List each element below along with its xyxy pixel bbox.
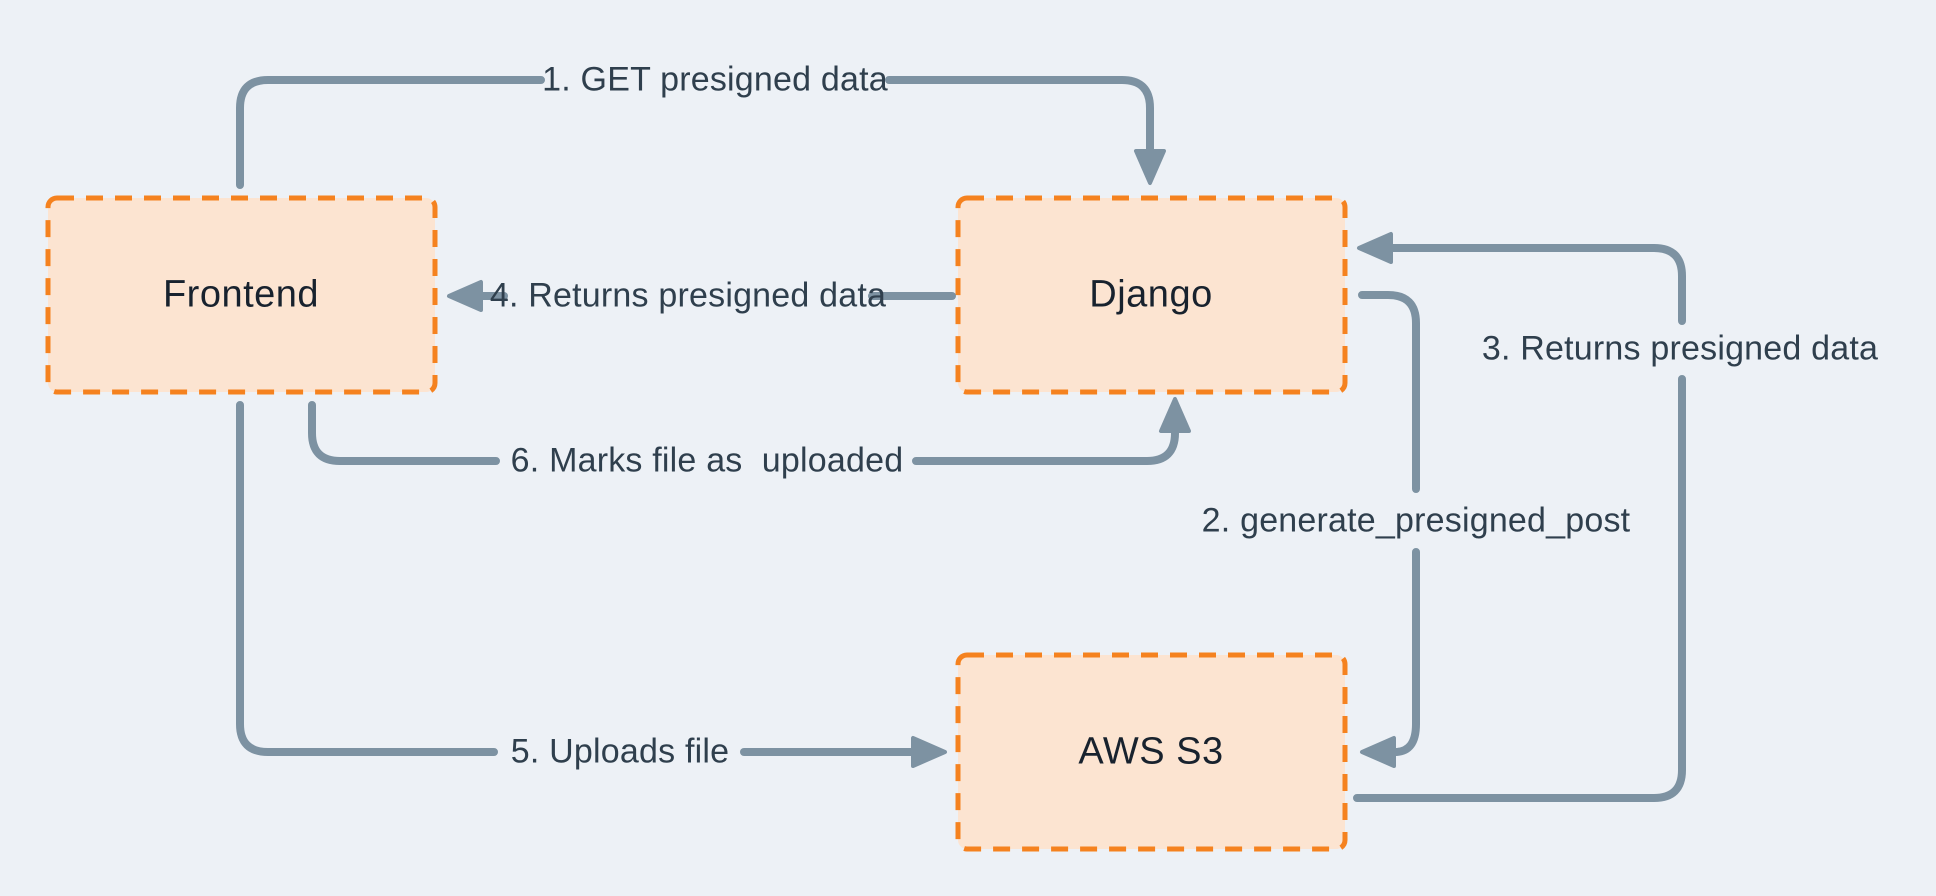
- node-label-aws-s3: AWS S3: [1078, 730, 1224, 773]
- node-aws-s3-box: [955, 652, 1348, 852]
- edge-2-path-top: [1358, 291, 1420, 493]
- edge-6-path-right: [912, 429, 1179, 465]
- edge-3-path-top: [1388, 244, 1686, 325]
- edge-label-1-get-presigned-data: 1. GET presigned data: [542, 60, 888, 99]
- node-django-box: [955, 195, 1348, 395]
- edge-6-arrowhead-up: [1159, 397, 1191, 433]
- edge-label-3-returns-presigned-data: 3. Returns presigned data: [1481, 329, 1879, 368]
- edge-label-4-returns-presigned-data: 4. Returns presigned data: [489, 276, 887, 315]
- edge-4-arrowhead-left: [447, 280, 483, 312]
- edge-3-path-bottom: [1353, 375, 1686, 802]
- edge-2-arrowhead-left: [1360, 736, 1396, 768]
- edge-5-arrowhead-right: [911, 736, 947, 768]
- edge-6-path-left: [308, 401, 500, 465]
- node-label-django: Django: [1089, 273, 1213, 316]
- edge-label-5-uploads-file: 5. Uploads file: [510, 732, 730, 771]
- edge-2-path-bottom: [1391, 548, 1420, 756]
- edge-label-6-marks-file-as-uploaded: 6. Marks file as uploaded: [510, 441, 904, 480]
- edge-3-arrowhead-left: [1357, 232, 1393, 264]
- node-label-frontend: Frontend: [162, 273, 320, 316]
- edge-5-path-left: [236, 401, 498, 756]
- edge-label-2-generate-presigned-post: 2. generate_presigned_post: [1201, 501, 1631, 540]
- edge-1-arrowhead-down: [1134, 149, 1166, 185]
- node-frontend-box: [45, 195, 438, 395]
- edge-1-path-left: [236, 76, 545, 189]
- edge-1-path-right: [885, 76, 1154, 154]
